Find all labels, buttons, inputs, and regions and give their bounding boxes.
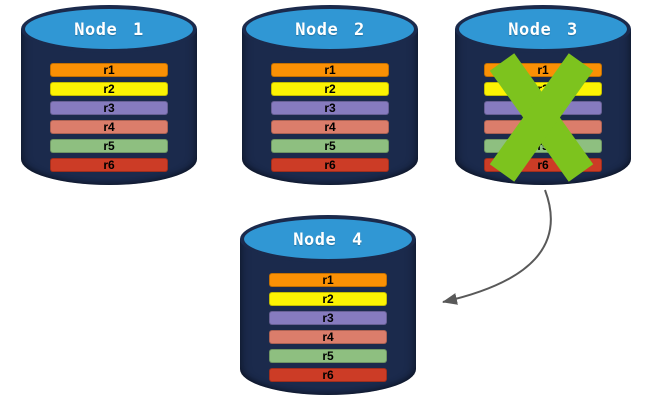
replica-row-r6: r6	[269, 368, 387, 382]
replica-row-r6: r6	[271, 158, 389, 172]
replica-row-r5: r5	[269, 349, 387, 363]
failover-arrow-path	[442, 189, 552, 305]
node-label: Node 2	[295, 20, 365, 40]
cylinder-top: Node 2	[242, 5, 418, 53]
cylinder-top: Node 3	[455, 5, 631, 53]
database-node-1: Node 1 r1 r2 r3 r4 r5 r6	[21, 5, 197, 185]
replica-row-r2: r2	[271, 82, 389, 96]
replica-row-r2: r2	[50, 82, 168, 96]
replica-row-r3: r3	[269, 311, 387, 325]
database-node-4: Node 4 r1 r2 r3 r4 r5 r6	[240, 215, 416, 395]
node-label: Node 4	[293, 230, 363, 250]
replica-row-r1: r1	[269, 273, 387, 287]
replica-row-r5: r5	[271, 139, 389, 153]
replica-row-r5: r5	[50, 139, 168, 153]
replica-rows: r1 r2 r3 r4 r5 r6	[50, 63, 168, 172]
database-node-2: Node 2 r1 r2 r3 r4 r5 r6	[242, 5, 418, 185]
replica-row-r1: r1	[50, 63, 168, 77]
cylinder-top: Node 4	[240, 215, 416, 263]
replica-row-r2: r2	[269, 292, 387, 306]
replica-row-r4: r4	[269, 330, 387, 344]
node-label: Node 3	[508, 20, 578, 40]
replica-row-r6: r6	[50, 158, 168, 172]
cylinder-top: Node 1	[21, 5, 197, 53]
replica-row-r3: r3	[50, 101, 168, 115]
replica-rows: r1 r2 r3 r4 r5 r6	[269, 273, 387, 382]
replica-row-r4: r4	[50, 120, 168, 134]
replica-rows: r1 r2 r3 r4 r5 r6	[271, 63, 389, 172]
replica-row-r3: r3	[271, 101, 389, 115]
node-label: Node 1	[74, 20, 144, 40]
replica-row-r4: r4	[271, 120, 389, 134]
replica-row-r1: r1	[271, 63, 389, 77]
